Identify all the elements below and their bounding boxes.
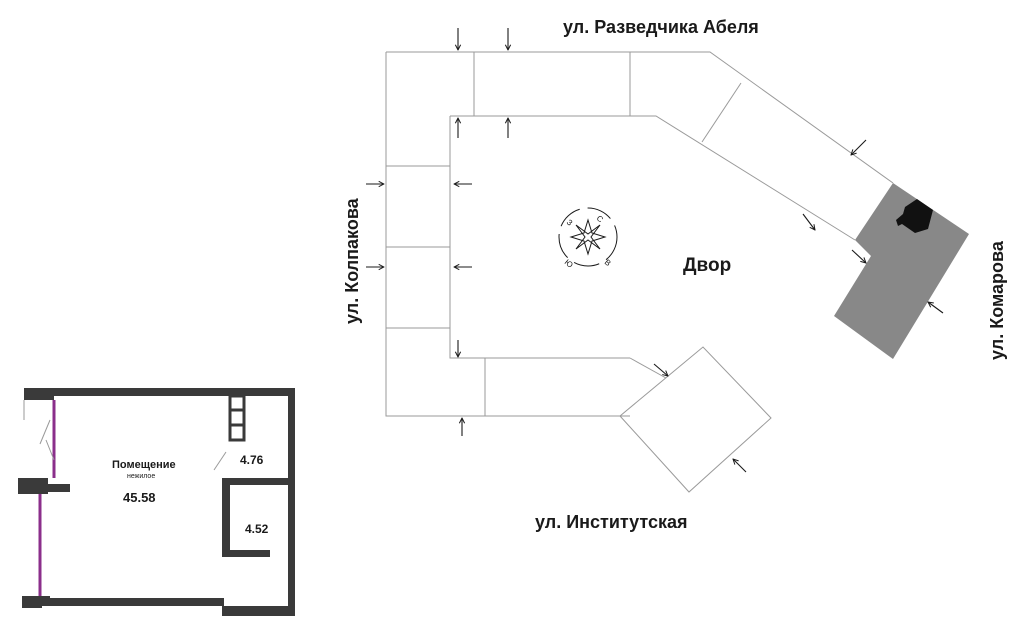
- compass-star-icon: [569, 218, 607, 256]
- room-name: Помещение: [112, 459, 176, 471]
- compass-north: С: [595, 214, 605, 225]
- compass-rose: С В Ю З: [558, 207, 618, 270]
- room-type: нежилое: [127, 473, 155, 480]
- unit-floor-plan[interactable]: Помещение нежилое 45.58 4.76 4.52: [18, 388, 295, 616]
- street-label-east: ул. Комарова: [987, 240, 1007, 360]
- compass-east: В: [603, 258, 613, 268]
- stair-element: [228, 394, 246, 442]
- highlighted-building[interactable]: [834, 183, 969, 359]
- street-label-north: ул. Разведчика Абеля: [563, 17, 759, 37]
- unit-wall-left-bottom: [22, 596, 42, 608]
- compass-west: З: [565, 218, 575, 228]
- unit-wall-small-room: [222, 478, 295, 557]
- room-area-3: 4.52: [245, 522, 269, 536]
- compass-south: Ю: [563, 258, 575, 270]
- unit-wall-bottom: [38, 598, 224, 606]
- entrance-arrows: [366, 28, 944, 473]
- unit-wall-top: [24, 388, 295, 616]
- highlighted-building-shape[interactable]: [834, 183, 969, 359]
- highlighted-unit-marker: [896, 199, 933, 233]
- yard-label: Двор: [683, 255, 731, 276]
- unit-wall-left-pillar: [40, 484, 70, 492]
- street-label-west: ул. Колпакова: [342, 197, 362, 324]
- unit-wall-right: [288, 388, 295, 616]
- room-area-2: 4.76: [240, 453, 264, 467]
- room-area-main: 45.58: [123, 490, 156, 505]
- unit-wall-top-bar: [24, 388, 295, 396]
- street-label-south: ул. Институтская: [535, 512, 688, 532]
- unit-wall-bottom-right: [222, 606, 295, 616]
- building-outline: [385, 51, 894, 493]
